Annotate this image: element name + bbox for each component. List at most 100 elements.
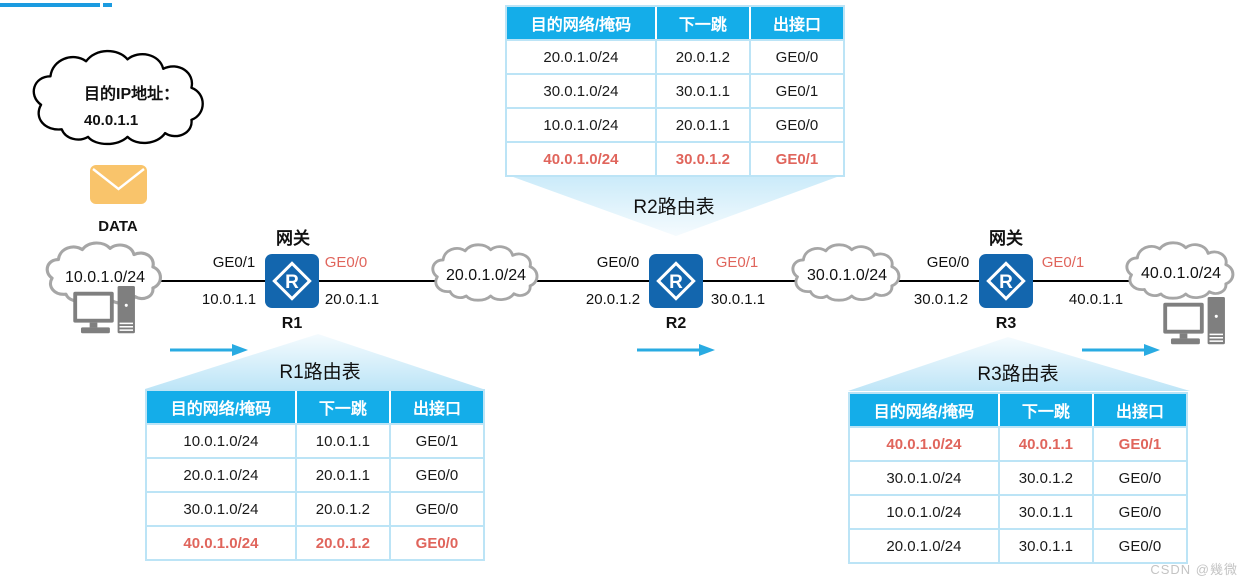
interface-label: GE0/0 [596, 254, 640, 271]
table-cell: 10.0.1.0/24 [507, 109, 655, 141]
table-header-row: 目的网络/掩码下一跳出接口 [507, 7, 843, 39]
table-cell: 30.0.1.2 [654, 143, 749, 175]
table-cell: GE0/1 [388, 425, 483, 457]
network-cloud-20: 20.0.1.0/24 [428, 243, 544, 305]
table-cell: GE0/0 [1091, 462, 1186, 494]
table-cell: 30.0.1.2 [997, 462, 1092, 494]
table-cell: GE0/0 [1091, 530, 1186, 562]
network-cloud-30: 30.0.1.0/24 [788, 243, 906, 305]
table-cell: 20.0.1.0/24 [507, 41, 655, 73]
data-packet [90, 165, 147, 204]
table-cell: 40.0.1.1 [997, 428, 1092, 460]
table-title-r2: R2路由表 [633, 197, 715, 218]
table-cell: 20.0.1.1 [654, 109, 749, 141]
network-link-line [105, 280, 1180, 282]
table-cell: 10.0.1.0/24 [850, 496, 998, 528]
table-cell: GE0/1 [1091, 428, 1186, 460]
cloud-icon [791, 243, 901, 302]
ip-label: 10.0.1.1 [201, 291, 257, 308]
flow-arrow-icon [1082, 344, 1160, 356]
gateway-label-r3: 网关 [989, 229, 1023, 248]
host-computer-right [1163, 297, 1231, 350]
decorative-line-dot [103, 3, 112, 7]
destination-ip-note: 目的IP地址： 40.0.1.1 [84, 80, 204, 129]
table-cell: 30.0.1.0/24 [147, 493, 295, 525]
cloud-icon [1125, 241, 1235, 300]
table-cell: 30.0.1.0/24 [507, 75, 655, 107]
network-label: 40.0.1.0/24 [1140, 265, 1222, 283]
column-header: 目的网络/掩码 [147, 391, 295, 423]
decorative-line [0, 3, 100, 7]
column-header: 下一跳 [294, 391, 389, 423]
callout-triangle-r3 [848, 337, 1190, 391]
watermark: CSDN @幾微 [1150, 562, 1238, 577]
table-cell: 20.0.1.2 [294, 527, 389, 559]
table-cell: GE0/1 [748, 75, 843, 107]
column-header: 出接口 [1091, 394, 1186, 426]
table-cell: GE0/0 [388, 527, 483, 559]
column-header: 下一跳 [997, 394, 1092, 426]
thought-cloud: 目的IP地址： 40.0.1.1 [26, 48, 214, 152]
thought-cloud-icon [32, 49, 204, 146]
table-cell: GE0/1 [748, 143, 843, 175]
table-cell: 20.0.1.2 [294, 493, 389, 525]
flow-arrow-icon [637, 344, 715, 356]
table-cell: 20.0.1.1 [294, 459, 389, 491]
router-name-r3: R3 [995, 315, 1017, 332]
table-cell: 30.0.1.0/24 [850, 462, 998, 494]
router-name-r2: R2 [665, 315, 687, 332]
table-cell: 40.0.1.0/24 [850, 428, 998, 460]
table-cell: 40.0.1.0/24 [507, 143, 655, 175]
table-header-row: 目的网络/掩码下一跳出接口 [850, 394, 1186, 426]
column-header: 出接口 [388, 391, 483, 423]
table-cell: 40.0.1.0/24 [147, 527, 295, 559]
cloud-icon [431, 243, 539, 302]
column-header: 出接口 [748, 7, 843, 39]
table-title-r3: R3路由表 [977, 364, 1059, 385]
router-icon-r3: R [979, 254, 1033, 308]
interface-label: GE0/1 [212, 254, 256, 271]
table-cell: 10.0.1.1 [294, 425, 389, 457]
table-cell: GE0/0 [748, 109, 843, 141]
column-header: 下一跳 [654, 7, 749, 39]
ip-label: 20.0.1.2 [585, 291, 641, 308]
destination-ip-caption: 目的IP地址： [84, 86, 180, 103]
interface-label: GE0/0 [926, 254, 970, 271]
interface-label: GE0/1 [1041, 254, 1085, 271]
envelope-icon [90, 165, 147, 204]
callout-triangle-r1 [145, 334, 483, 389]
ip-label: 30.0.1.1 [710, 291, 766, 308]
data-packet-label: DATA [98, 218, 138, 235]
column-header: 目的网络/掩码 [850, 394, 998, 426]
table-cell: 20.0.1.2 [654, 41, 749, 73]
table-cell: 20.0.1.0/24 [850, 530, 998, 562]
table-cell: GE0/0 [388, 459, 483, 491]
column-header: 目的网络/掩码 [507, 7, 655, 39]
network-label: 30.0.1.0/24 [806, 267, 888, 285]
router-letter: R [999, 272, 1013, 293]
table-cell: GE0/0 [1091, 496, 1186, 528]
ip-label: 40.0.1.1 [1068, 291, 1124, 308]
router-letter: R [285, 272, 299, 293]
table-title-r1: R1路由表 [279, 362, 361, 383]
table-cell: 10.0.1.0/24 [147, 425, 295, 457]
router-name-r1: R1 [281, 315, 303, 332]
callout-triangle-r2 [505, 174, 845, 236]
router-letter: R [669, 272, 683, 293]
interface-label: GE0/0 [324, 254, 368, 271]
flow-arrow-icon [170, 344, 248, 356]
ip-label: 20.0.1.1 [324, 291, 380, 308]
interface-label: GE0/1 [715, 254, 759, 271]
network-label: 10.0.1.0/24 [64, 268, 146, 286]
gateway-label-r1: 网关 [276, 229, 310, 248]
